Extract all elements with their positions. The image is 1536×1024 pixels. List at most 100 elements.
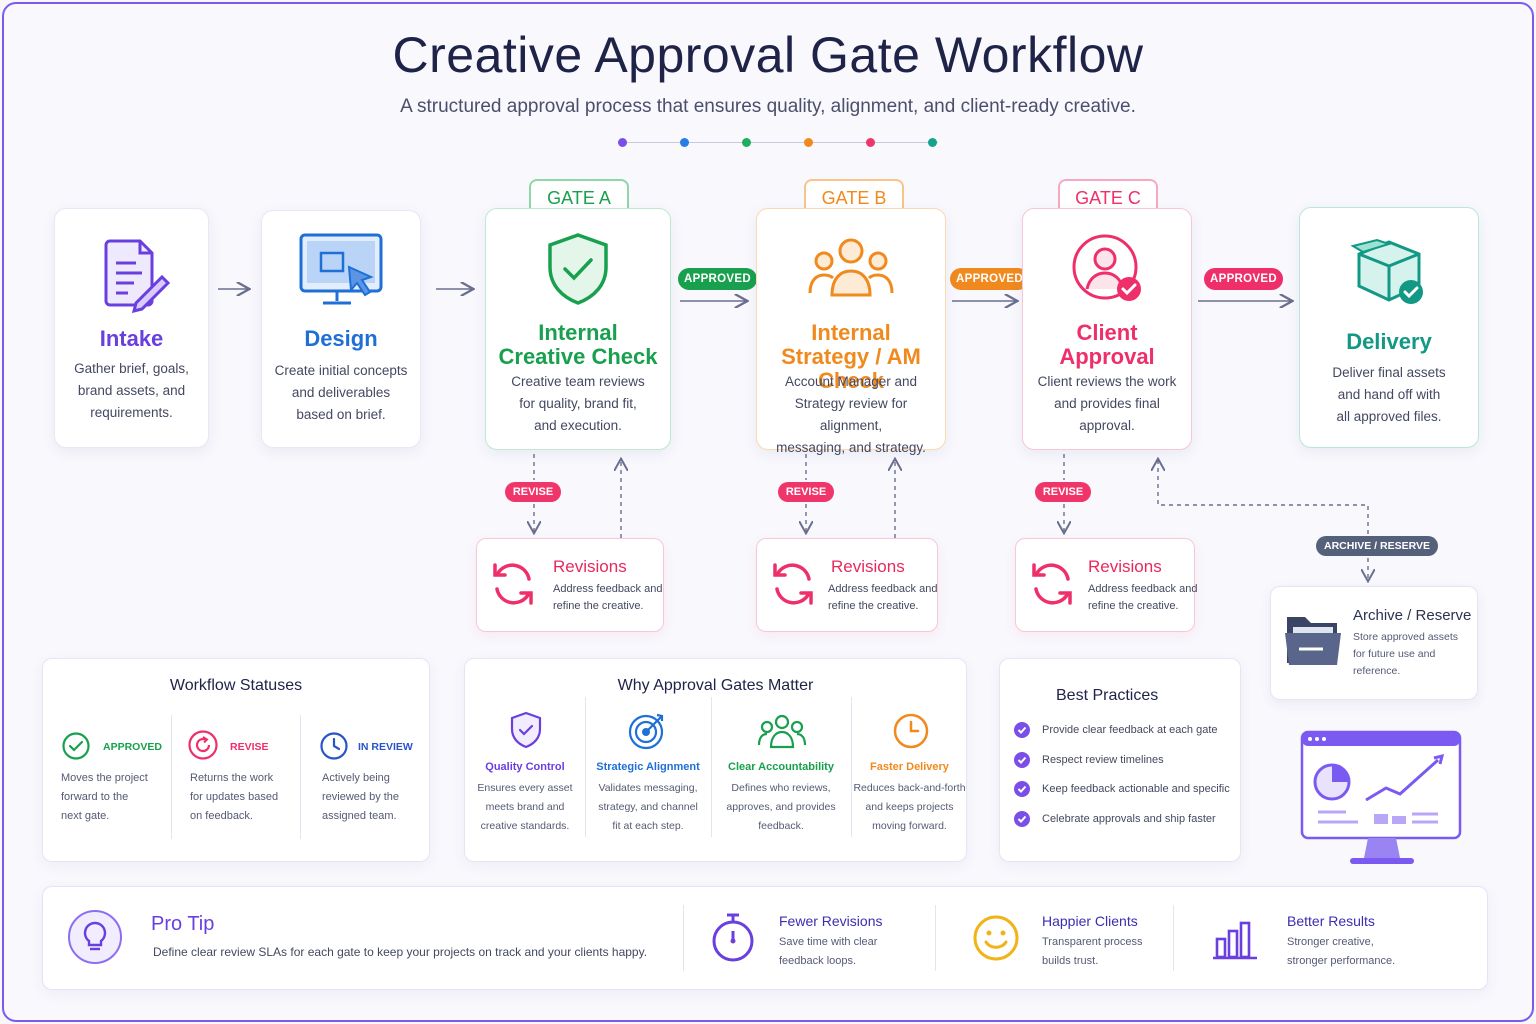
revise-badge-gate-b: REVISE (778, 482, 834, 502)
document-pencil-icon (104, 239, 170, 313)
people-group-icon (808, 238, 894, 297)
refresh-icon (773, 563, 813, 605)
step-title: Intake (99, 326, 164, 351)
status-revise-label: REVISE (230, 741, 269, 753)
approved-badge-gate-b: APPROVED (950, 268, 1029, 290)
pro-tip-title: Pro Tip (151, 913, 215, 935)
refresh-circle-icon (188, 730, 218, 760)
fewer-revisions-title: Fewer Revisions (779, 913, 883, 929)
divider-dot (804, 138, 813, 147)
step-card-intake[interactable]: Intake Gather brief, goals,brand assets,… (54, 208, 209, 448)
divider-dot (742, 138, 751, 147)
check-icon (1014, 752, 1030, 768)
clear-accountability-description: Defines who reviews,approves, and provid… (726, 782, 836, 832)
workflow-statuses-title: Workflow Statuses (169, 677, 303, 694)
happier-clients-title: Happier Clients (1042, 913, 1138, 929)
step-title: Delivery (1346, 329, 1432, 354)
status-in-review-label: IN REVIEW (358, 741, 413, 753)
divider-dot (618, 138, 627, 147)
archive-reserve-badge: ARCHIVE / RESERVE (1316, 536, 1438, 556)
clock-icon (893, 713, 929, 749)
clock-circle-icon (320, 732, 348, 760)
folder-archive-icon (1285, 617, 1341, 665)
step-title: Design (304, 326, 378, 351)
faster-delivery-label: Faster Delivery (870, 761, 949, 773)
bar-chart-icon (1213, 921, 1257, 960)
status-approved-label: APPROVED (103, 741, 162, 753)
refresh-icon (493, 563, 533, 605)
revise-badge-gate-a: REVISE (505, 482, 561, 502)
workflow-statuses-panel: Workflow Statuses APPROVED Moves the pro… (42, 658, 430, 862)
check-circle-icon (62, 732, 90, 760)
pro-tip-text: Define clear review SLAs for each gate t… (153, 945, 648, 959)
why-approval-gates-panel: Why Approval Gates Matter Quality Contro… (464, 658, 967, 862)
revisions-title: Revisions (553, 557, 627, 576)
team-icon (757, 714, 807, 749)
box-check-icon (1350, 238, 1423, 304)
shield-check-icon (548, 233, 608, 305)
best-practices-panel: Best Practices Provide clear feedback at… (999, 658, 1241, 862)
strategic-alignment-label: Strategic Alignment (596, 761, 700, 773)
best-practices-title: Best Practices (1056, 687, 1159, 704)
approved-badge-gate-c: APPROVED (1204, 268, 1283, 290)
revisions-title: Revisions (1088, 557, 1162, 576)
better-results-title: Better Results (1287, 913, 1375, 929)
revisions-title: Revisions (831, 557, 905, 576)
clear-accountability-label: Clear Accountability (728, 761, 834, 773)
divider-dot (928, 138, 937, 147)
why-gates-title: Why Approval Gates Matter (617, 677, 814, 694)
better-results-description: Stronger creative,stronger performance. (1287, 936, 1396, 967)
pro-tip-bar: Pro Tip Define clear review SLAs for eac… (42, 886, 1488, 990)
check-icon (1014, 722, 1030, 738)
divider-dot (680, 138, 689, 147)
dashboard-monitor-illustration (1300, 730, 1462, 864)
strategic-alignment-description: Validates messaging,strategy, and channe… (598, 782, 698, 832)
approved-badge-gate-a: APPROVED (678, 268, 757, 290)
smiley-icon (973, 915, 1019, 961)
page-title: Creative Approval Gate Workflow (392, 27, 1144, 83)
client-check-icon (1072, 234, 1141, 301)
target-icon (628, 713, 664, 750)
archive-title: Archive / Reserve (1353, 607, 1472, 624)
page-subtitle: A structured approval process that ensur… (400, 96, 1136, 117)
quality-control-label: Quality Control (485, 761, 565, 773)
divider-dot (866, 138, 875, 147)
check-icon (1014, 781, 1030, 797)
color-dot-divider (618, 138, 938, 148)
check-icon (1014, 811, 1030, 827)
shield-check-icon (510, 711, 542, 749)
lightbulb-icon (68, 910, 122, 964)
refresh-icon (1032, 563, 1072, 605)
revise-badge-gate-c: REVISE (1035, 482, 1091, 502)
